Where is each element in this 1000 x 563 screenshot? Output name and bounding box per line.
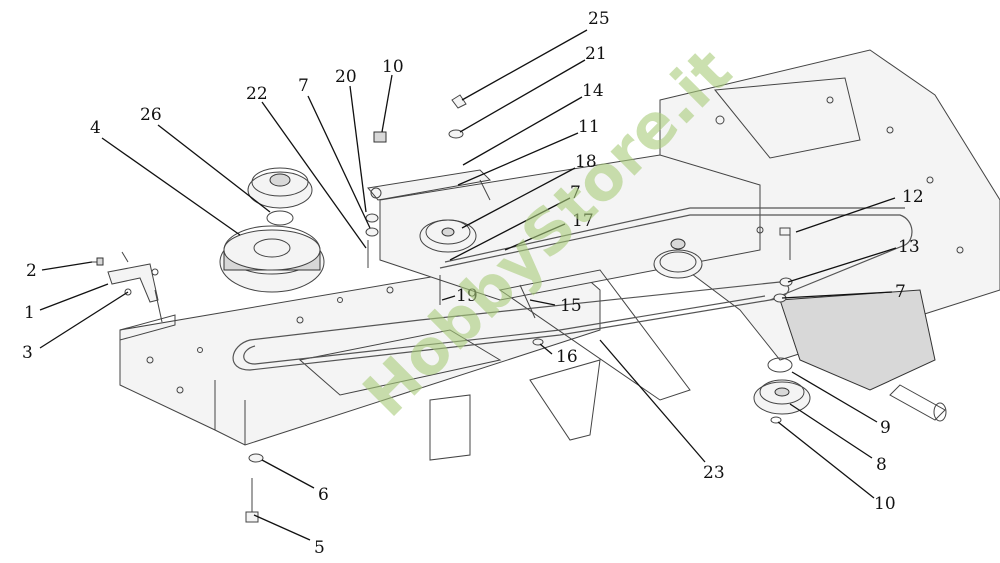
callout-16: 16	[556, 347, 578, 367]
bolt-2	[92, 251, 129, 266]
callout-17: 17	[572, 211, 594, 231]
callout-1: 1	[24, 303, 35, 323]
callout-26: 26	[140, 105, 162, 125]
callout-4: 4	[90, 118, 101, 138]
callout-6: 6	[318, 485, 329, 505]
leader-lines	[39, 29, 897, 541]
callout-labels: 25 21 14 11 18 7 17 10 20 7 22 26 4 2 1 …	[22, 9, 924, 558]
callout-19: 19	[456, 286, 478, 306]
callout-23: 23	[703, 463, 725, 483]
callout-13: 13	[898, 237, 920, 257]
electric-clutch	[219, 225, 325, 293]
callout-12: 12	[902, 187, 924, 207]
transmission	[779, 289, 947, 422]
callout-7-left: 7	[298, 76, 309, 96]
callout-7-right: 7	[895, 282, 906, 302]
callout-9: 9	[880, 418, 891, 438]
callout-3: 3	[22, 343, 33, 363]
small-hardware	[245, 94, 793, 523]
chassis-frame	[119, 49, 1000, 461]
clutch-bracket	[107, 263, 163, 323]
callout-15: 15	[560, 296, 582, 316]
callout-20: 20	[335, 67, 357, 87]
callout-10-top: 10	[382, 57, 404, 77]
callout-8: 8	[876, 455, 887, 475]
idler-arm	[367, 169, 492, 201]
idler-pulley-lower	[753, 357, 811, 424]
callout-2: 2	[26, 261, 37, 281]
callout-5: 5	[314, 538, 325, 558]
callout-11: 11	[578, 117, 600, 137]
callout-7-center: 7	[570, 183, 581, 203]
callout-25: 25	[588, 9, 610, 29]
callout-21: 21	[585, 44, 607, 64]
clutch-pulley	[247, 167, 313, 226]
callout-18: 18	[575, 152, 597, 172]
callout-10-bottom: 10	[874, 494, 896, 514]
idler-pulley-center	[653, 238, 703, 279]
callout-22: 22	[246, 84, 268, 104]
callout-14: 14	[582, 81, 604, 101]
